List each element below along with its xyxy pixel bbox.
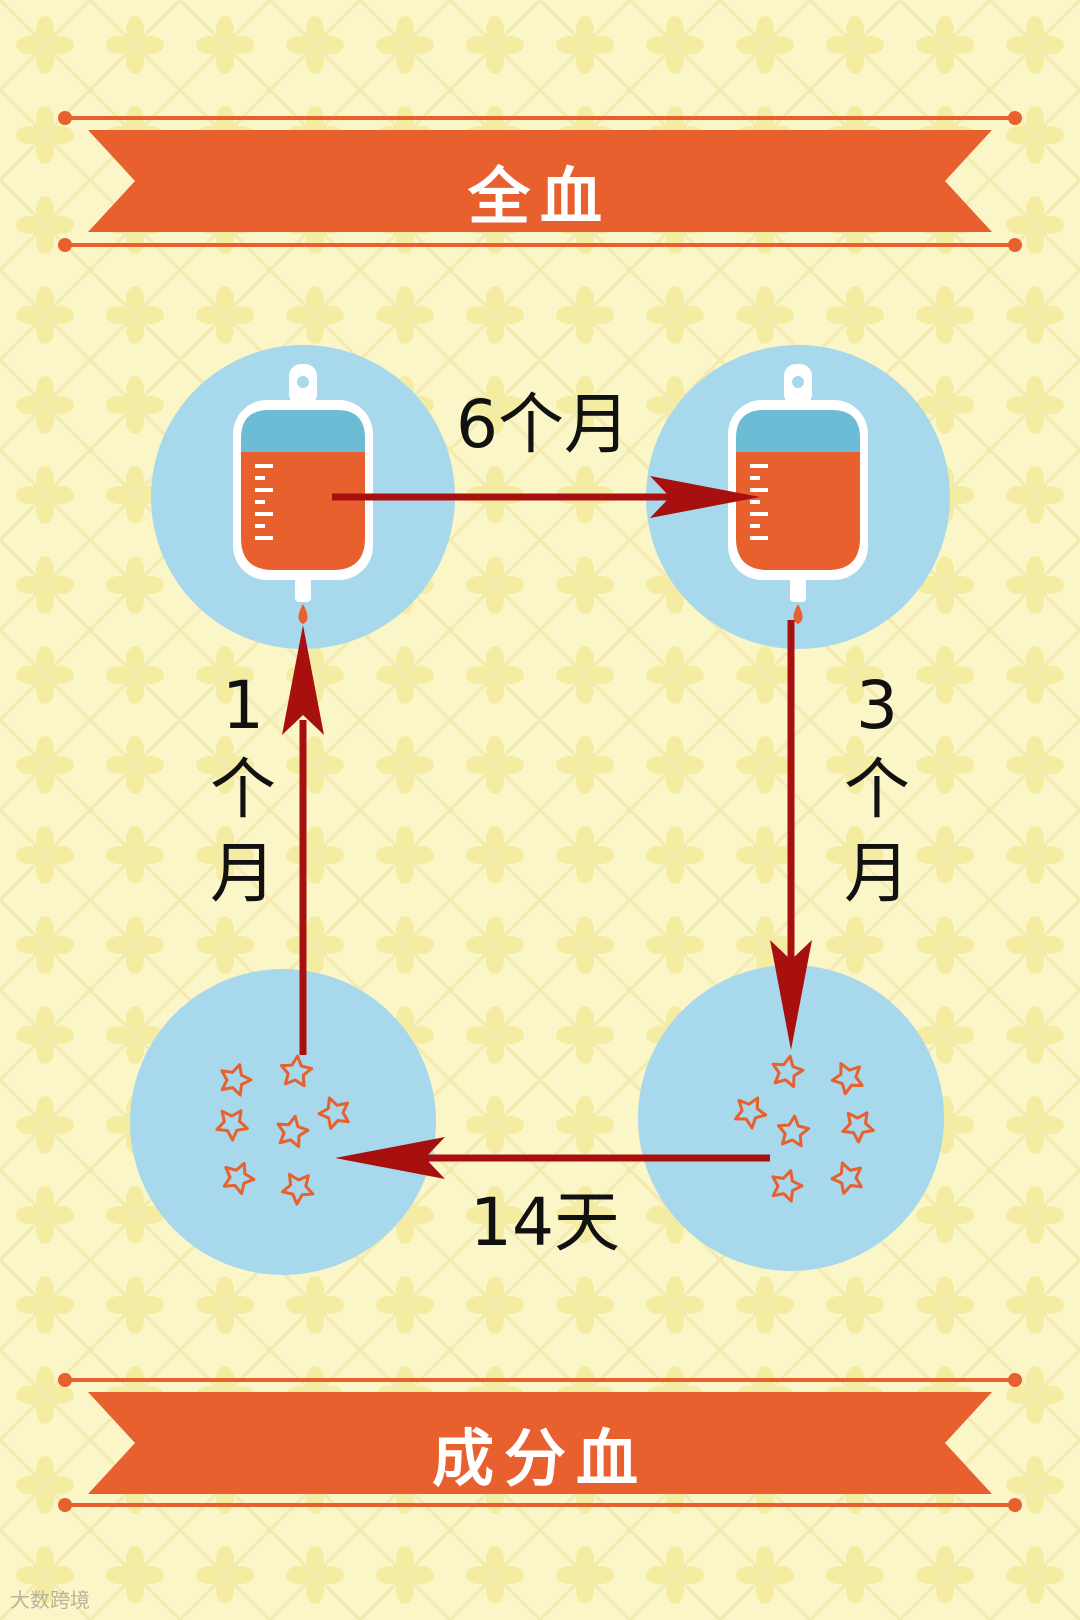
- interval-label-bottom: 14天: [470, 1190, 620, 1256]
- interval-label-left-char: 个: [198, 748, 288, 832]
- interval-label-left-char: 1: [198, 664, 288, 748]
- interval-label-left: 1 个 月: [198, 664, 288, 916]
- interval-label-right-char: 个: [832, 748, 922, 832]
- watermark: 大数跨境: [10, 1584, 90, 1613]
- banner-title-whole-blood: 全血: [0, 146, 1080, 236]
- banner-title-component-blood: 成分血: [0, 1408, 1080, 1498]
- interval-label-right: 3 个 月: [832, 664, 922, 916]
- interval-label-right-char: 3: [832, 664, 922, 748]
- interval-label-top: 6个月: [456, 392, 630, 458]
- interval-label-left-char: 月: [198, 832, 288, 916]
- interval-label-right-char: 月: [832, 832, 922, 916]
- circle-bottom-left: [130, 969, 436, 1275]
